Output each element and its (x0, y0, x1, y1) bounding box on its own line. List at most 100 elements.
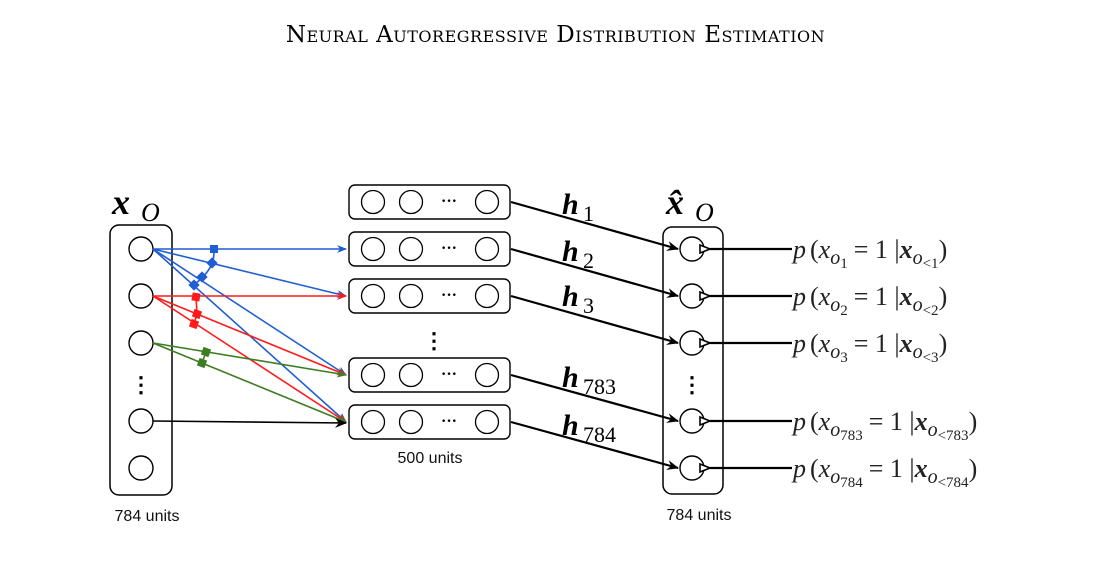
hidden-unit (474, 409, 500, 435)
hidden-unit (360, 236, 386, 262)
hidden-unit (360, 409, 386, 435)
conditional-part-close: ) (939, 329, 948, 358)
conditional-part-cond: x (914, 454, 928, 483)
hidden-layer-box (348, 231, 511, 267)
conditional-part-open: ( (810, 407, 819, 436)
conditional-part-o: o (830, 466, 840, 488)
label-h783: h 783 (562, 361, 616, 399)
input-units-label: 784 units (115, 508, 180, 525)
tie-marker-red (191, 292, 201, 302)
tie-marker-green (196, 357, 208, 369)
hidden-stack-ellipsis: ⋮ (423, 328, 445, 353)
conditional-part-cond: x (899, 235, 913, 264)
conditional-part-open: ( (810, 329, 819, 358)
tie-marker-red (191, 308, 203, 320)
conditional-part-p: p (791, 282, 806, 311)
svg-text:3: 3 (583, 293, 594, 318)
output-units-label: 784 units (667, 507, 732, 524)
hidden-row-ellipsis: ··· (441, 413, 457, 430)
conditional-part-x: x (818, 282, 831, 311)
conditional-labels: p(xo1= 1 |xo<1)p(xo2= 1 |xo<2)p(xo3= 1 |… (791, 235, 977, 491)
svg-text:1: 1 (583, 201, 594, 226)
conditional-part-cond_idx: <784 (938, 475, 969, 491)
hidden-layer-box (348, 357, 511, 393)
svg-text:h: h (562, 361, 579, 394)
input-unit (128, 455, 154, 481)
hidden-unit (474, 283, 500, 309)
conditional-part-cond_o: o (913, 294, 923, 316)
connection-blue (152, 248, 347, 298)
tie-marker-blue (210, 245, 218, 253)
output-layer: x̂ O ⋮ 784 units (662, 182, 732, 524)
hidden-layers: ··············· (348, 184, 511, 440)
svg-text:h: h (562, 235, 579, 268)
conditional-part-open: ( (810, 282, 819, 311)
figure-title: Neural Autoregressive Distribution Estim… (285, 22, 826, 48)
conditional-part-cond: x (914, 407, 928, 436)
hidden-unit (360, 189, 386, 215)
tie-marker-blue (188, 279, 200, 291)
svg-text:2: 2 (583, 248, 594, 273)
output-unit (679, 408, 705, 434)
conditional-part-x: x (818, 235, 831, 264)
hidden-unit (474, 236, 500, 262)
conditional-part-cond_idx: <783 (938, 428, 969, 444)
label-h784: h 784 (562, 409, 616, 447)
input-unit (128, 330, 154, 356)
conditional-part-x: x (818, 329, 831, 358)
output-unit (679, 455, 705, 481)
conditional-part-cond_idx: <2 (923, 303, 939, 319)
conditional-part-eq: = 1 | (869, 407, 915, 436)
input-ellipsis: ⋮ (130, 372, 152, 397)
output-unit (679, 283, 705, 309)
hidden-row-ellipsis: ··· (441, 366, 457, 383)
output-symbol: x̂ (665, 182, 684, 222)
conditional-part-o: o (830, 247, 840, 269)
tie-marker-green (200, 346, 212, 358)
conditional-part-open: ( (810, 454, 819, 483)
input-unit (128, 283, 154, 309)
conditional-part-idx: 1 (840, 256, 848, 272)
masked-connections (152, 245, 347, 428)
output-unit (679, 236, 705, 262)
hidden-unit (398, 283, 424, 309)
hidden-unit (398, 362, 424, 388)
conditional-part-close: ) (969, 454, 978, 483)
conditional-part-cond_idx: <3 (923, 350, 939, 366)
hidden-unit (474, 189, 500, 215)
svg-text:h: h (562, 409, 579, 442)
hidden-layer-row: ··· (348, 404, 511, 440)
conditional-part-o: o (830, 294, 840, 316)
output-ellipsis: ⋮ (681, 372, 703, 397)
arrow-h1 (510, 200, 679, 251)
hidden-layer-box (348, 278, 511, 314)
conditional-part-idx: 3 (840, 350, 848, 366)
arrow-h783 (510, 373, 679, 423)
svg-text:784: 784 (583, 422, 616, 447)
label-h1: h 1 (562, 188, 594, 226)
label-h2: h 2 (562, 235, 594, 273)
conditional-part-eq: = 1 | (854, 235, 900, 264)
connection-black (152, 417, 347, 428)
hidden-layer-box (348, 404, 511, 440)
hidden-layer-row: ··· (348, 231, 511, 267)
connection-blue (152, 248, 347, 376)
hidden-row-ellipsis: ··· (441, 287, 457, 304)
hidden-unit (474, 362, 500, 388)
hidden-unit (360, 362, 386, 388)
output-subscript: O (695, 198, 714, 227)
hidden-row-ellipsis: ··· (441, 240, 457, 257)
conditional-part-open: ( (810, 235, 819, 264)
tie-marker-red (188, 318, 200, 330)
conditional-part-p: p (791, 454, 806, 483)
hidden-unit (398, 189, 424, 215)
output-layer-box (662, 226, 724, 495)
arrow-h3 (510, 294, 679, 345)
conditional-label-5: p(xo784= 1 |xo<784) (791, 454, 977, 491)
conditional-part-close: ) (939, 282, 948, 311)
conditional-part-p: p (791, 407, 806, 436)
label-h3: h 3 (562, 280, 594, 318)
conditional-label-3: p(xo3= 1 |xo<3) (791, 329, 947, 366)
conditional-part-x: x (818, 407, 831, 436)
